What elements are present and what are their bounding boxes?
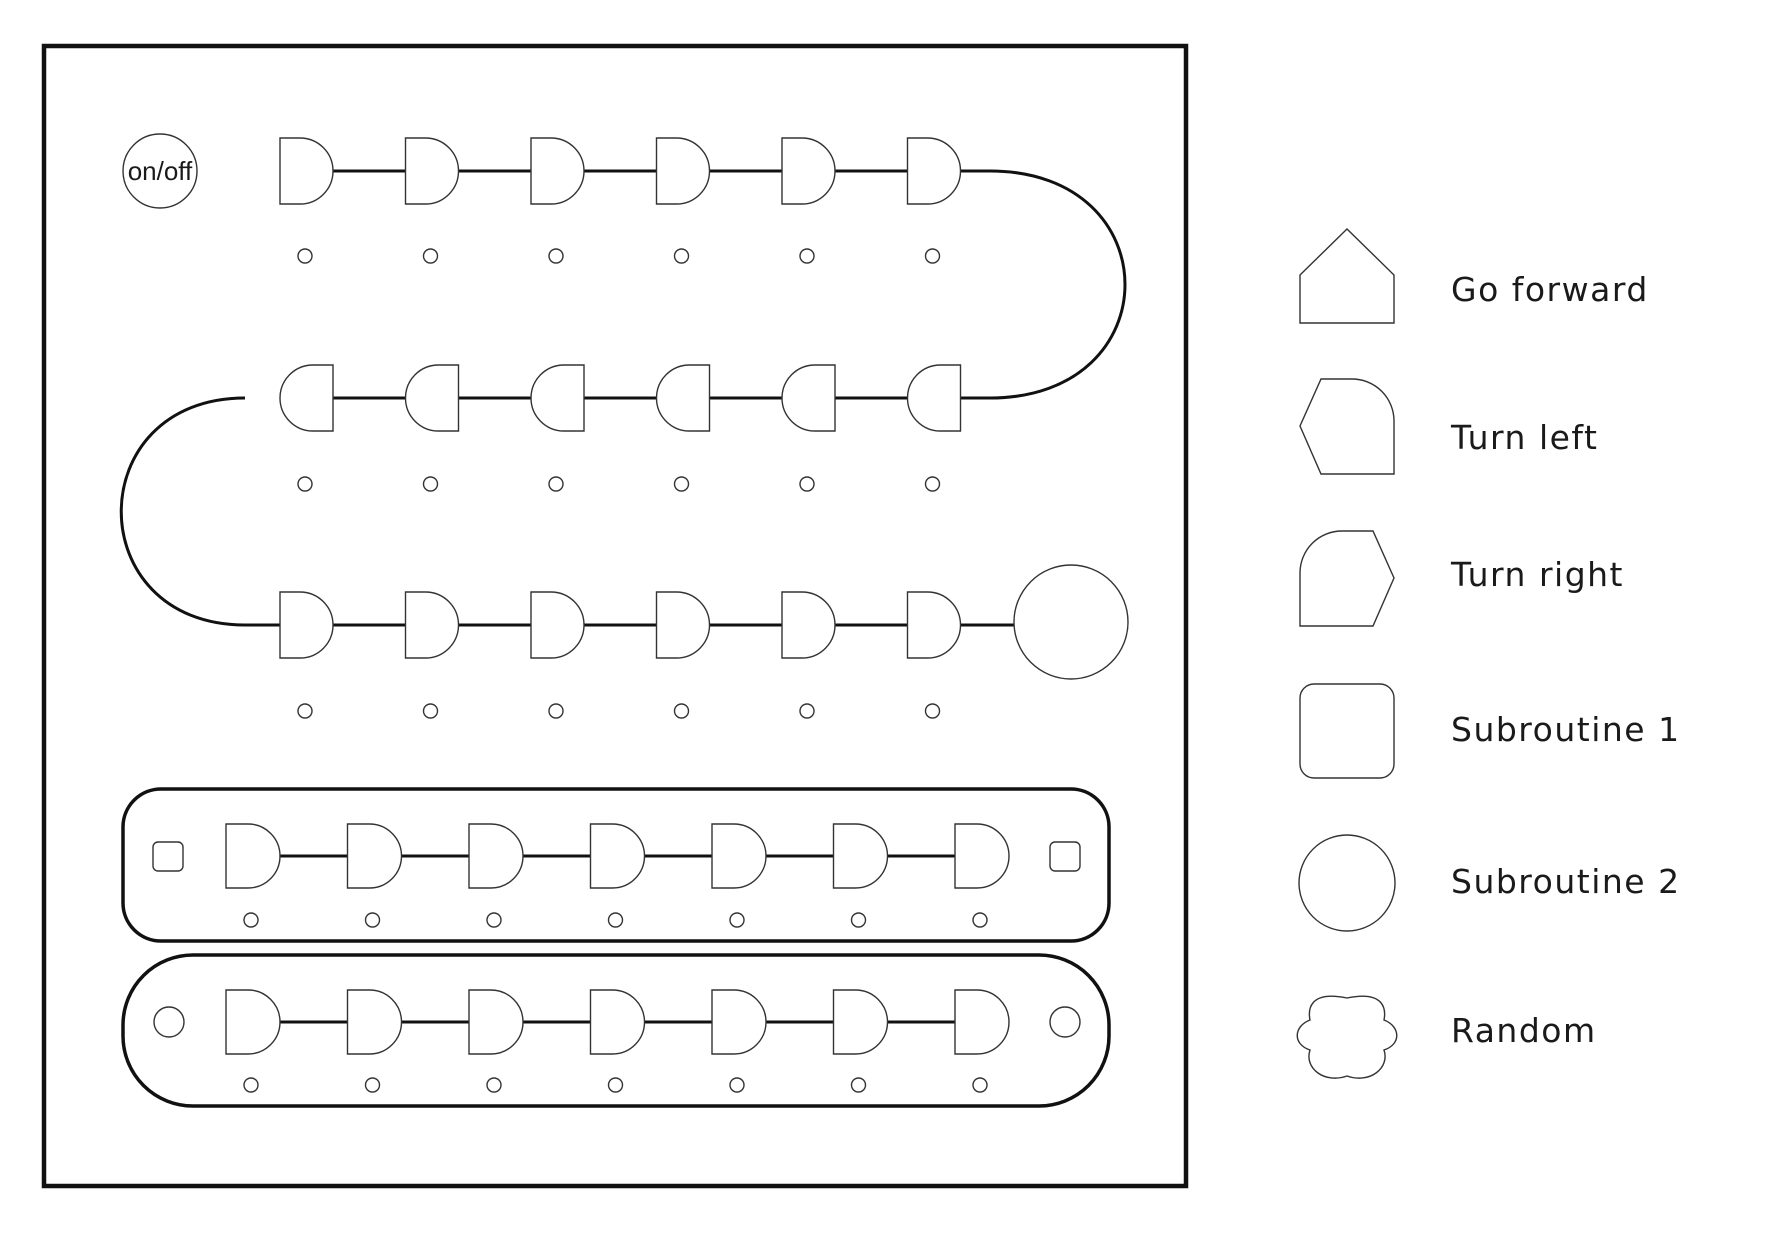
subroutine-2-slot-indicator — [972, 1077, 988, 1093]
main-row-1-slot-indicator — [297, 248, 313, 264]
main-path-wire — [119, 169, 1127, 627]
main-row-1-slot-indicator — [548, 248, 564, 264]
main-row-3-slot-indicator — [799, 703, 815, 719]
subroutine-1-slot-indicator — [243, 912, 259, 928]
main-row-3-slot[interactable] — [530, 591, 585, 659]
main-row-2-slot[interactable] — [781, 364, 836, 432]
main-row-1-slot[interactable] — [279, 137, 334, 205]
main-row-1-slot-indicator — [422, 248, 439, 264]
power-button-label: on/off — [128, 156, 193, 186]
legend-label-subroutine-2: Subroutine 2 — [1451, 862, 1681, 901]
legend-label-go-forward: Go forward — [1451, 270, 1649, 309]
subroutine-1-start-icon — [152, 841, 184, 872]
main-row-2-slot[interactable] — [279, 364, 334, 432]
legend-item-turn-left: Turn left — [1299, 378, 1598, 475]
run-target[interactable] — [1013, 564, 1129, 680]
legend-label-subroutine-1: Subroutine 1 — [1451, 710, 1681, 749]
legend-label-random: Random — [1451, 1011, 1597, 1050]
main-row-2-slot-indicator — [548, 476, 564, 492]
subroutine-1-end-icon — [1049, 841, 1081, 872]
subroutine-2-slot[interactable] — [225, 989, 281, 1055]
subroutine-1-slot[interactable] — [711, 823, 767, 889]
legend-item-turn-right: Turn right — [1299, 530, 1624, 627]
main-row-2-slot-indicator — [422, 476, 439, 492]
main-row-3-slot-indicator — [422, 703, 439, 719]
subroutine-2-slot[interactable] — [832, 989, 889, 1055]
legend: Go forward Turn left Turn right Subrouti… — [1296, 228, 1681, 1079]
main-row-2-slot[interactable] — [655, 364, 711, 432]
subroutine-2-slot-indicator — [486, 1077, 502, 1093]
subroutine-1-slot[interactable] — [225, 823, 281, 889]
main-row-2-slot[interactable] — [530, 364, 585, 432]
subroutine-1-slot[interactable] — [468, 823, 524, 889]
main-row-3-slot[interactable] — [279, 591, 334, 659]
subroutine-2-end-icon — [1049, 1006, 1081, 1038]
subroutine-1-slot[interactable] — [832, 823, 889, 889]
main-row-3-slot-indicator — [673, 703, 690, 719]
main-row-1-slot-indicator — [924, 248, 941, 264]
subroutine-1-slot[interactable] — [589, 823, 646, 889]
left-point-icon — [1299, 378, 1395, 475]
subroutine-2-slot[interactable] — [711, 989, 767, 1055]
main-row-3-slot-indicator — [297, 703, 313, 719]
subroutine-2-slot-indicator — [850, 1077, 867, 1093]
rounded-square-icon — [1299, 683, 1395, 779]
flower-icon — [1296, 995, 1398, 1079]
main-row-3-slot[interactable] — [404, 591, 460, 659]
subroutine-1-slot-indicator — [364, 912, 381, 928]
subroutine-2-slot-indicator — [729, 1077, 745, 1093]
power-button[interactable]: on/off — [122, 133, 198, 209]
main-row-2-slot-indicator — [673, 476, 690, 492]
legend-item-subroutine-2: Subroutine 2 — [1298, 834, 1681, 932]
legend-item-subroutine-1: Subroutine 1 — [1299, 683, 1681, 779]
subroutine-2-slot-indicator — [243, 1077, 259, 1093]
main-row-1-slot-indicator — [799, 248, 815, 264]
subroutine-2-slot[interactable] — [589, 989, 646, 1055]
main-row-2-slot-indicator — [799, 476, 815, 492]
subroutine-2-slot-indicator — [607, 1077, 624, 1093]
legend-label-turn-left: Turn left — [1450, 418, 1598, 457]
subroutine-1-slot-indicator — [607, 912, 624, 928]
subroutine-2-slot[interactable] — [468, 989, 524, 1055]
right-point-icon — [1299, 530, 1395, 627]
main-row-3-slot-indicator — [548, 703, 564, 719]
main-row-3-slot-indicator — [924, 703, 941, 719]
subroutine-1-slot-indicator — [486, 912, 502, 928]
main-row-3-slot[interactable] — [655, 591, 711, 659]
main-program-slots — [279, 137, 962, 719]
main-row-2-slot-indicator — [924, 476, 941, 492]
subroutine-2-slot-indicator — [364, 1077, 381, 1093]
main-row-3-slot[interactable] — [906, 591, 962, 659]
subroutine-1-slot-indicator — [729, 912, 745, 928]
subroutine-slots — [225, 823, 1010, 1093]
subroutine-2-start-icon — [153, 1006, 185, 1038]
main-row-1-slot[interactable] — [404, 137, 460, 205]
subroutine-1-slot[interactable] — [954, 823, 1010, 889]
main-row-1-slot[interactable] — [530, 137, 585, 205]
main-row-2-slot[interactable] — [404, 364, 460, 432]
subroutine-1-slot-indicator — [850, 912, 867, 928]
subroutine-1-slot[interactable] — [346, 823, 403, 889]
subroutine-2-slot[interactable] — [346, 989, 403, 1055]
main-row-1-slot[interactable] — [655, 137, 711, 205]
circle-icon — [1298, 834, 1396, 932]
main-row-1-slot[interactable] — [906, 137, 962, 205]
main-row-3-slot[interactable] — [781, 591, 836, 659]
legend-item-random: Random — [1296, 995, 1597, 1079]
main-row-2-slot-indicator — [297, 476, 313, 492]
house-pentagon-icon — [1299, 228, 1395, 324]
subroutine-1-slot-indicator — [972, 912, 988, 928]
subroutine-2-slot[interactable] — [954, 989, 1010, 1055]
main-row-1-slot[interactable] — [781, 137, 836, 205]
main-row-2-slot[interactable] — [906, 364, 962, 432]
legend-label-turn-right: Turn right — [1450, 555, 1624, 594]
main-row-1-slot-indicator — [673, 248, 690, 264]
legend-item-go-forward: Go forward — [1299, 228, 1649, 324]
